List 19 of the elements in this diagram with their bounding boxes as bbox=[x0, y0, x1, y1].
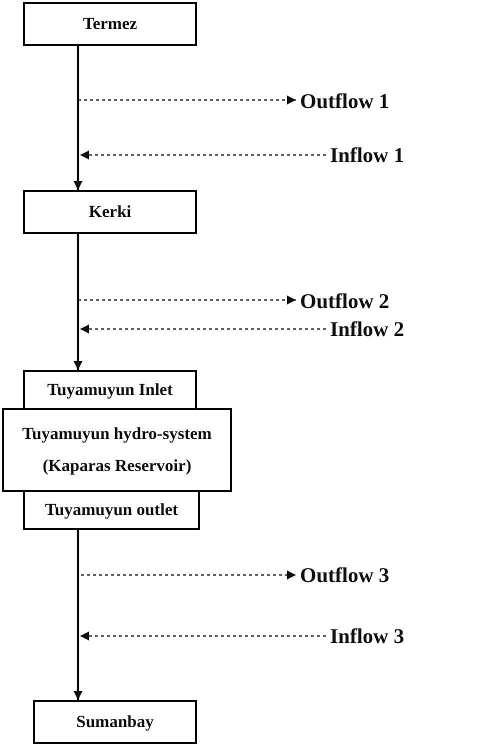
station-box: Tuyamuyun outlet bbox=[23, 490, 200, 530]
arrow bbox=[74, 234, 82, 370]
flow-label: Inflow 3 bbox=[330, 619, 440, 653]
arrow bbox=[77, 46, 296, 104]
station-box: Kerki bbox=[23, 190, 197, 234]
flow-label: Inflow 1 bbox=[330, 138, 440, 172]
flow-label: Outflow 1 bbox=[300, 84, 420, 118]
arrow bbox=[80, 324, 326, 334]
arrow bbox=[77, 530, 296, 580]
arrow bbox=[74, 530, 82, 700]
arrow bbox=[77, 234, 296, 304]
arrow bbox=[74, 46, 82, 190]
station-box: Sumanbay bbox=[33, 700, 197, 744]
station-box: Tuyamuyun hydro-system (Kaparas Reservoir) bbox=[2, 408, 232, 492]
arrow bbox=[80, 632, 326, 640]
station-box: Tuyamuyun Inlet bbox=[23, 370, 197, 410]
arrow bbox=[80, 150, 326, 160]
station-box: Termez bbox=[23, 2, 197, 46]
flow-label: Outflow 3 bbox=[300, 558, 420, 592]
